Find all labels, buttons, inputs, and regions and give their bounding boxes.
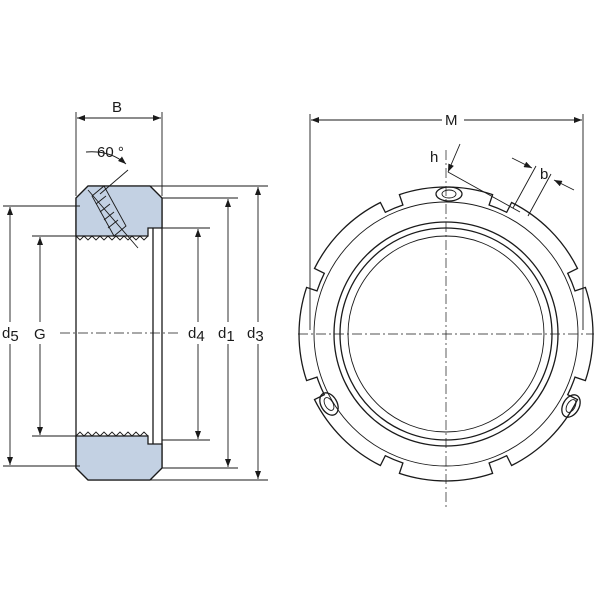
- screw-hole-left: [319, 392, 339, 416]
- dim-d3-label: d3: [247, 325, 264, 345]
- dim-b-slot-label: b: [540, 166, 548, 183]
- top-thread: [75, 235, 149, 241]
- locking-screw: [87, 169, 139, 249]
- dim-d1-label: d1: [218, 325, 235, 345]
- side-section-view: 60 ° B d5 G d4 d1: [0, 99, 270, 481]
- b-slot-extension-right: [527, 173, 552, 217]
- top-section-area: [75, 185, 163, 237]
- angle-arc: [85, 151, 127, 165]
- b-slot-arrow-left: [511, 157, 533, 169]
- h-extension: [447, 171, 521, 213]
- dim-d5-label: d5: [2, 325, 19, 345]
- dim-m-label: M: [445, 112, 458, 129]
- angle-label: 60 °: [97, 144, 124, 161]
- dim-h-label: h: [430, 149, 438, 166]
- outer-contour-with-slots: [298, 186, 594, 482]
- dim-d4-label: d4: [188, 325, 205, 345]
- dim-b-label: B: [112, 99, 122, 116]
- h-leader: [447, 143, 461, 173]
- b-slot-extension-left: [512, 165, 537, 209]
- bottom-section-area: [75, 435, 163, 481]
- bottom-thread: [75, 431, 149, 437]
- dim-g-label: G: [34, 326, 46, 343]
- screw-hole-top: [435, 186, 463, 202]
- front-view: M h b: [298, 110, 594, 510]
- screw-hole-right: [561, 394, 581, 418]
- b-slot-arrow-right: [553, 179, 575, 191]
